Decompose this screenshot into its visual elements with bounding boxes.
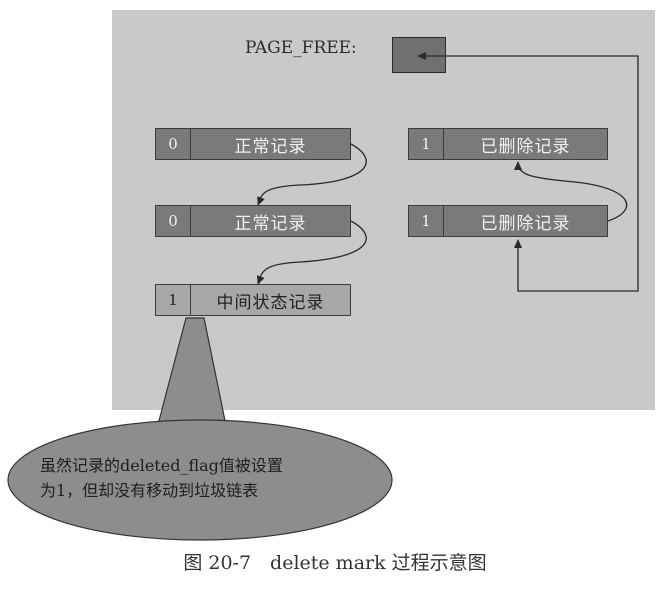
page-free-label: PAGE_FREE: [245,38,357,58]
record-label: 已删除记录 [480,213,571,234]
record-flag: 0 [156,129,191,159]
record-normal-2: 0 正常记录 [155,205,351,237]
record-deleted-1: 1 已删除记录 [408,128,608,160]
record-normal-1: 0 正常记录 [155,128,351,160]
callout-line-2: 为1，但却没有移动到垃圾链表 [40,481,259,500]
record-label: 正常记录 [234,136,307,157]
record-deleted-2: 1 已删除记录 [408,205,608,237]
free-list-arrow [514,161,628,222]
record-flag: 1 [409,129,444,159]
callout-line-1: 虽然记录的deleted_flag值被设置 [40,456,283,475]
record-label: 中间状态记录 [216,292,325,313]
record-label: 正常记录 [234,213,307,234]
callout-bubble [7,317,393,541]
callout-text: 虽然记录的deleted_flag值被设置 为1，但却没有移动到垃圾链表 [40,453,380,503]
record-label: 已删除记录 [480,136,571,157]
record-flag: 1 [156,285,191,315]
page-free-pointer-line [446,55,639,292]
record-intermediate: 1 中间状态记录 [155,284,351,316]
record-flag: 1 [409,206,444,236]
record-flag: 0 [156,206,191,236]
next-pointer-arrow [257,143,367,206]
next-pointer-arrow [256,220,367,285]
figure-caption: 图 20-7 delete mark 过程示意图 [183,552,487,574]
